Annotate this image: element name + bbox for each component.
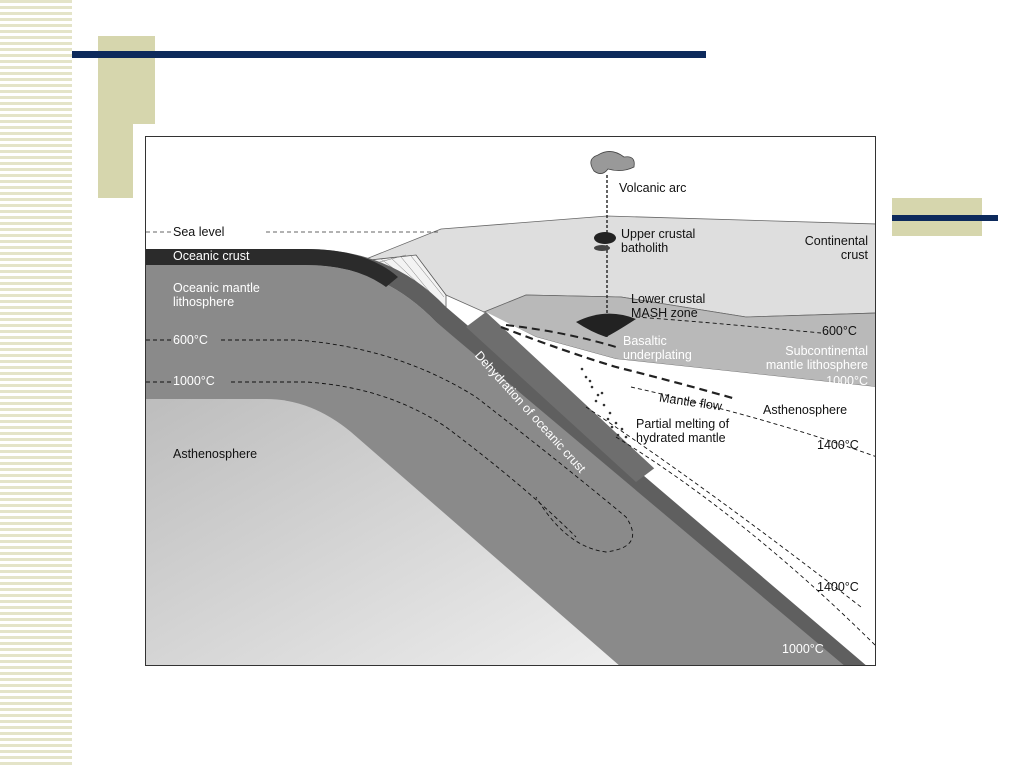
- asthenosphere-left-shape: [146, 399, 619, 665]
- slab-crust: [306, 249, 866, 665]
- label-1400c-upper: 1400°C: [817, 438, 859, 452]
- label-volcanic-arc: Volcanic arc: [619, 181, 687, 195]
- label-asthenosphere-right: Asthenosphere: [763, 403, 848, 417]
- slide-deco-square-top-left: [98, 36, 155, 124]
- label-upper-crustal-batholith: Upper crustal batholith: [621, 227, 696, 255]
- label-oceanic-mantle-lithosphere: Oceanic mantle lithosphere: [173, 281, 260, 309]
- subduction-diagram: Sea level Oceanic crust Oceanic mantle l…: [145, 136, 876, 666]
- dehydration-band: [466, 312, 656, 482]
- label-lower-crustal-mash: Lower crustal MASH zone: [631, 292, 706, 320]
- mantle-flow-line-2: [505, 324, 617, 348]
- partial-melt-stipple: [580, 367, 628, 439]
- label-oceanic-crust: Oceanic crust: [173, 249, 250, 263]
- mantle-flow-line: [500, 325, 737, 401]
- diagram-drawing: [146, 151, 875, 665]
- label-sea-level: Sea level: [173, 225, 225, 239]
- oceanic-crust: [146, 249, 398, 287]
- label-asthenosphere-left: Asthenosphere: [173, 447, 258, 461]
- oceanic-mantle-lithosphere: [146, 265, 854, 665]
- label-1000c-right: 1000°C: [826, 374, 868, 388]
- label-600c-right: 600°C: [822, 324, 857, 338]
- slide-title-bar: [72, 51, 706, 58]
- subcontinental-mantle-shape: [483, 294, 875, 388]
- label-1000c-bottom: 1000°C: [782, 642, 824, 656]
- batholith-shape-2: [594, 245, 610, 251]
- label-basaltic-underplating: Basaltic underplating: [623, 334, 692, 362]
- isotherms: [146, 316, 875, 646]
- volcanic-plume: [590, 151, 635, 174]
- batholith-shape: [594, 232, 616, 244]
- mantle-wedge: [486, 312, 875, 665]
- label-partial-melting: Partial melting of hydrated mantle: [636, 417, 730, 445]
- slide-right-bar: [892, 215, 998, 221]
- label-1000c-left: 1000°C: [173, 374, 215, 388]
- slide-stripe-pattern: [0, 0, 72, 768]
- label-continental-crust: Continental crust: [804, 234, 868, 262]
- label-600c-left: 600°C: [173, 333, 208, 347]
- label-1400c-lower: 1400°C: [817, 580, 859, 594]
- label-subcontinental-mantle: Subcontinental mantle lithosphere: [765, 344, 868, 372]
- slide-deco-square-left: [98, 124, 133, 198]
- mash-zone-blob: [576, 313, 636, 337]
